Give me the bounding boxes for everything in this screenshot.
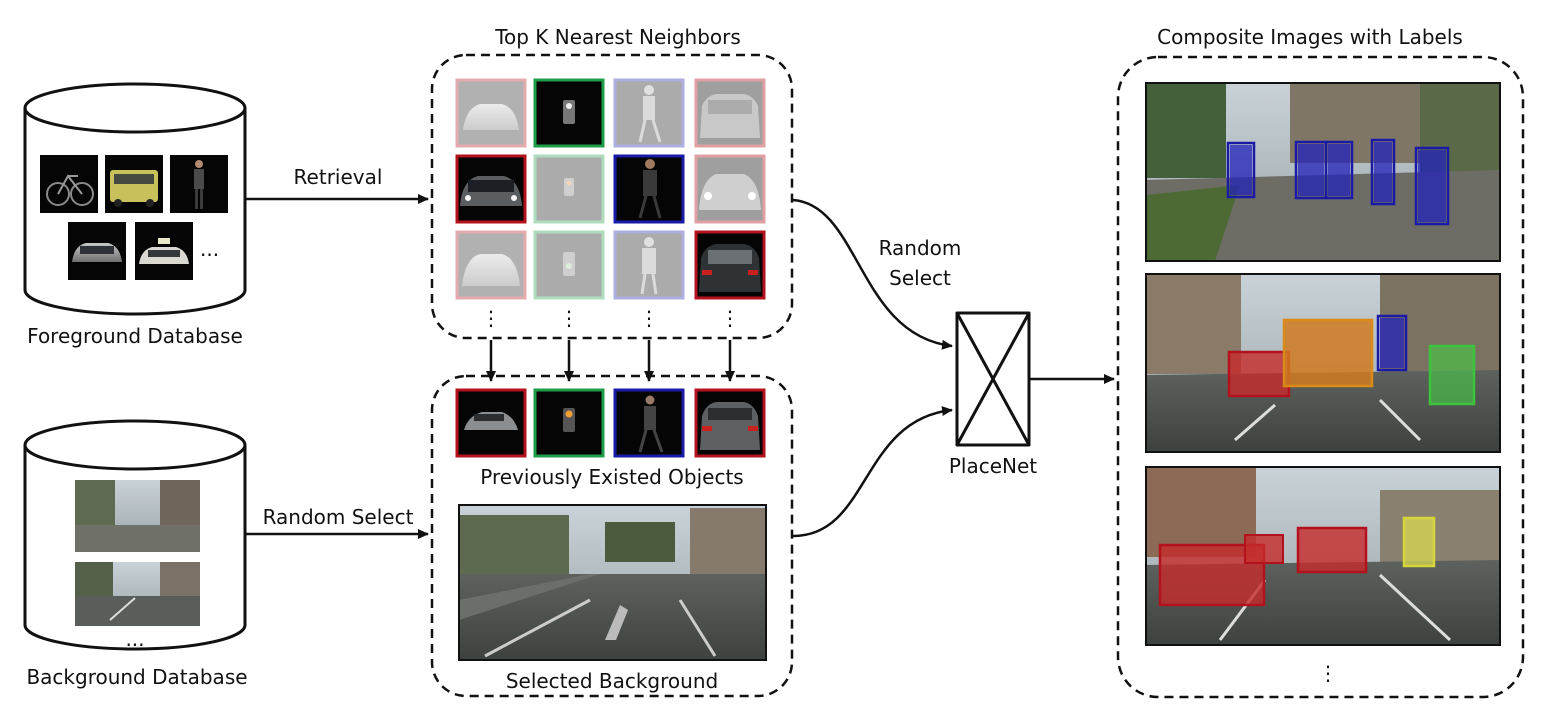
bg-ellipsis: ... <box>125 627 144 651</box>
neighbor-person-faded-2 <box>613 230 685 300</box>
object-person <box>613 388 685 458</box>
neighbor-car-faded-2 <box>455 230 527 300</box>
background-to-placenet-arrow <box>792 406 953 538</box>
neighbor-car-faded <box>455 78 527 148</box>
input-box <box>430 374 794 698</box>
composite-title: Composite Images with Labels <box>1157 25 1463 49</box>
composite-image-pedestrians <box>1145 82 1501 262</box>
placenet-network-icon <box>955 311 1031 447</box>
bg-thumb-street-2 <box>75 562 200 626</box>
top-k-title: Top K Nearest Neighbors <box>494 25 741 49</box>
random-select-top-label-2: Select <box>889 266 951 290</box>
neighbor-traffic-light-faded <box>533 154 605 224</box>
fg-thumb-bus <box>105 155 163 213</box>
neighbor-car-front <box>455 154 527 224</box>
column-4-ellipsis: ⋮ <box>720 306 740 330</box>
bg-thumb-street-1 <box>75 480 200 552</box>
neighbor-traffic-light-faded-2 <box>533 230 605 300</box>
fg-ellipsis: ... <box>200 237 219 261</box>
object-traffic-light <box>533 388 605 458</box>
random-select-top-label-1: Random <box>879 236 962 260</box>
background-database-label: Background Database <box>26 665 247 689</box>
composite-image-vehicles <box>1145 273 1501 453</box>
foreground-database-label: Foreground Database <box>27 324 243 348</box>
selected-background-image <box>458 504 767 661</box>
previously-existed-objects <box>455 388 766 458</box>
fg-thumb-person <box>170 155 228 213</box>
foreground-database: ... <box>23 82 247 316</box>
fg-thumb-bicycle <box>40 155 98 213</box>
neighbor-person <box>613 154 685 224</box>
selected-background-label: Selected Background <box>506 669 718 693</box>
composite-ellipsis: ⋮ <box>1318 661 1338 685</box>
column-3-ellipsis: ⋮ <box>639 306 659 330</box>
random-select-label: Random Select <box>263 505 414 529</box>
fg-thumb-car <box>68 222 126 280</box>
composite-box <box>1116 55 1525 699</box>
neighbor-car-front-faded <box>694 154 766 224</box>
column-2-ellipsis: ⋮ <box>559 306 579 330</box>
top-k-box <box>430 53 794 340</box>
neighbor-car-rear-faded <box>694 78 766 148</box>
placenet-label: PlaceNet <box>949 454 1037 478</box>
object-car <box>455 388 527 458</box>
composite-image-cars <box>1145 466 1501 646</box>
neighbor-traffic-light <box>533 78 605 148</box>
retrieval-label: Retrieval <box>294 165 383 189</box>
neighbor-car-rear <box>694 230 766 300</box>
neighbors-to-placenet-arrow <box>792 198 953 350</box>
neighbor-person-faded <box>613 78 685 148</box>
column-1-ellipsis: ⋮ <box>481 306 501 330</box>
background-database: ... <box>23 419 247 651</box>
neighbor-grid: ⋮ ⋮ ⋮ ⋮ <box>455 78 766 330</box>
previously-existed-label: Previously Existed Objects <box>480 465 743 489</box>
selection-arrows <box>486 340 735 382</box>
object-car-rear <box>694 388 766 458</box>
fg-thumb-taxi <box>135 222 193 280</box>
